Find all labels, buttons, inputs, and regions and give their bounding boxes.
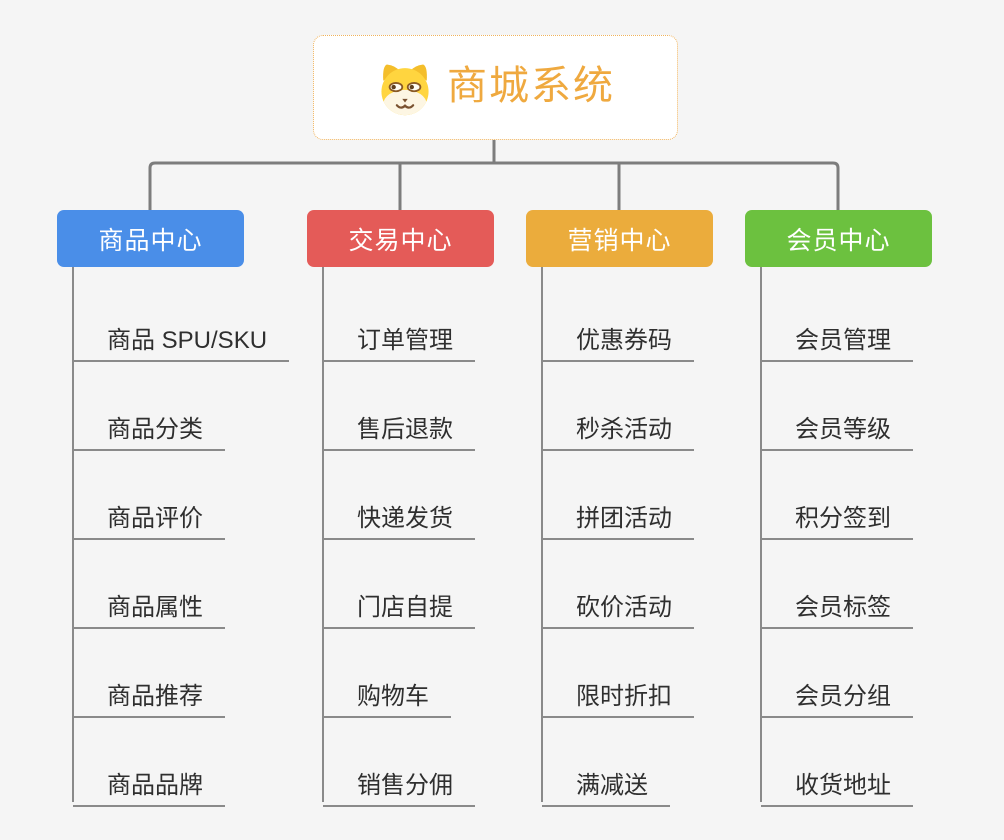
branch-bus-line — [148, 161, 840, 210]
child-node[interactable]: 快递发货 — [323, 493, 475, 540]
child-node[interactable]: 会员分组 — [761, 671, 913, 718]
branch-trunk-line-trade-center — [322, 267, 324, 802]
branch-node-marketing-center[interactable]: 营销中心 — [526, 210, 713, 267]
branch-trunk-line-product-center — [72, 267, 74, 802]
root-title: 商城系统 — [447, 63, 615, 108]
child-node[interactable]: 砍价活动 — [542, 582, 694, 629]
child-node[interactable]: 拼团活动 — [542, 493, 694, 540]
child-node[interactable]: 会员等级 — [761, 404, 913, 451]
child-node[interactable]: 会员管理 — [761, 315, 913, 362]
child-node[interactable]: 收货地址 — [761, 760, 913, 807]
child-node[interactable]: 秒杀活动 — [542, 404, 694, 451]
branch-trunk-line-member-center — [760, 267, 762, 802]
branch-node-trade-center[interactable]: 交易中心 — [307, 210, 494, 267]
branch-node-product-center[interactable]: 商品中心 — [57, 210, 244, 267]
child-node[interactable]: 购物车 — [323, 671, 451, 718]
child-node[interactable]: 优惠券码 — [542, 315, 694, 362]
branch-node-member-center[interactable]: 会员中心 — [745, 210, 932, 267]
child-node[interactable]: 商品品牌 — [73, 760, 225, 807]
child-node[interactable]: 会员标签 — [761, 582, 913, 629]
child-node[interactable]: 商品属性 — [73, 582, 225, 629]
child-node[interactable]: 满减送 — [542, 760, 670, 807]
branch-trunk-line-marketing-center — [541, 267, 543, 802]
root-node[interactable]: 商城系统 — [313, 35, 678, 140]
child-node[interactable]: 销售分佣 — [323, 760, 475, 807]
child-node[interactable]: 商品推荐 — [73, 671, 225, 718]
child-node[interactable]: 商品分类 — [73, 404, 225, 451]
child-node[interactable]: 限时折扣 — [542, 671, 694, 718]
child-node[interactable]: 商品评价 — [73, 493, 225, 540]
child-node[interactable]: 商品 SPU/SKU — [73, 315, 290, 362]
dog-face-icon — [381, 63, 429, 115]
child-node[interactable]: 订单管理 — [323, 315, 475, 362]
child-node[interactable]: 积分签到 — [761, 493, 913, 540]
child-node[interactable]: 售后退款 — [323, 404, 475, 451]
child-node[interactable]: 门店自提 — [323, 582, 475, 629]
